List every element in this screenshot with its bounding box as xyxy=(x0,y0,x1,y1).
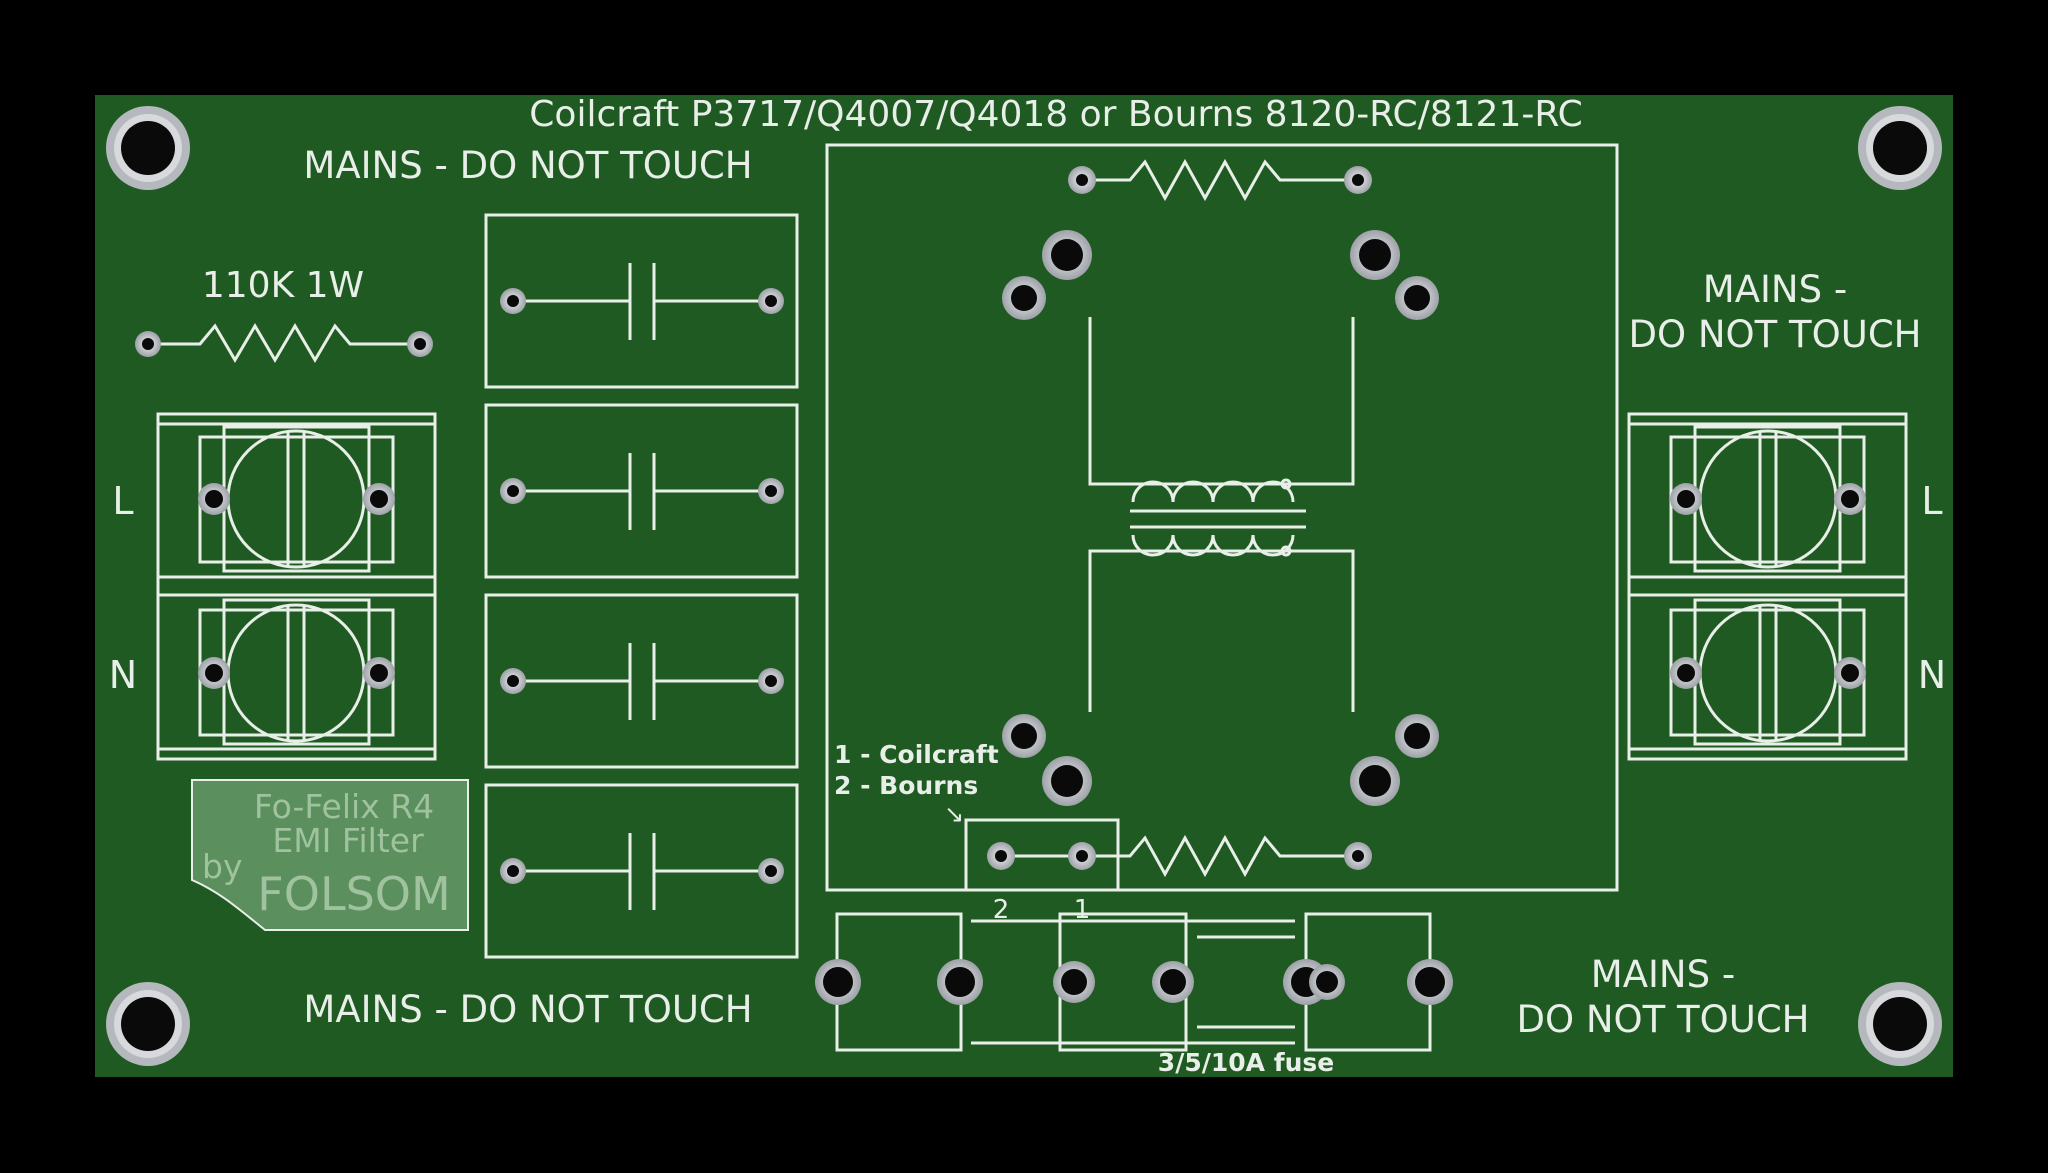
choke-pads xyxy=(987,166,1439,870)
bleeder-resistor xyxy=(148,323,420,363)
warning-bottom-left: MAINS - DO NOT TOUCH xyxy=(303,988,752,1031)
capacitor-c2 xyxy=(484,403,799,579)
warning-right-bottom-line2: DO NOT TOUCH xyxy=(1516,998,1809,1041)
mounting-hole-top-left xyxy=(106,106,190,190)
jumper-label-2: 2 xyxy=(993,895,1010,925)
terminal-right-l-label: L xyxy=(1921,479,1942,523)
terminal-right-n-label: N xyxy=(1918,653,1946,697)
warning-right-top-line1: MAINS - xyxy=(1703,268,1847,311)
logo-by: by xyxy=(202,847,242,886)
resistor-label: 110K 1W xyxy=(202,265,364,306)
logo-badge: Fo-Felix R4 EMI Filter by FOLSOM xyxy=(191,779,469,931)
choke-legend-arrow: ↘ xyxy=(944,800,964,828)
choke-legend-line2: 2 - Bourns xyxy=(834,771,978,800)
board-title: Coilcraft P3717/Q4007/Q4018 or Bourns 81… xyxy=(529,94,1582,135)
terminal-left-l-label: L xyxy=(112,479,133,523)
mounting-holes xyxy=(106,106,1942,1066)
terminal-right-pads xyxy=(1670,483,1866,689)
mounting-hole-top-right xyxy=(1858,106,1942,190)
logo-line2: EMI Filter xyxy=(272,821,424,860)
capacitor-pads xyxy=(500,288,784,884)
jumper-label-1: 1 xyxy=(1074,895,1091,925)
bleeder-resistor-pads xyxy=(135,331,433,357)
warning-right-bottom-line1: MAINS - xyxy=(1591,953,1735,996)
terminal-left-n-label: N xyxy=(109,653,137,697)
capacitor-c3 xyxy=(484,593,799,769)
choke-outline xyxy=(825,143,1619,892)
fuse-label: 3/5/10A fuse xyxy=(1158,1048,1334,1077)
warning-top-left: MAINS - DO NOT TOUCH xyxy=(303,144,752,187)
capacitor-c4 xyxy=(484,783,799,959)
capacitor-c1 xyxy=(484,213,799,389)
choke-legend-line1: 1 - Coilcraft xyxy=(834,740,999,769)
logo-brand: FOLSOM xyxy=(257,867,450,921)
terminal-left-pads xyxy=(198,483,395,689)
mounting-hole-bottom-left xyxy=(106,982,190,1066)
warning-right-top-line2: DO NOT TOUCH xyxy=(1628,313,1921,356)
mounting-hole-bottom-right xyxy=(1858,982,1942,1066)
fuse-pads xyxy=(815,959,1453,1005)
logo-line1: Fo-Felix R4 xyxy=(254,787,434,826)
